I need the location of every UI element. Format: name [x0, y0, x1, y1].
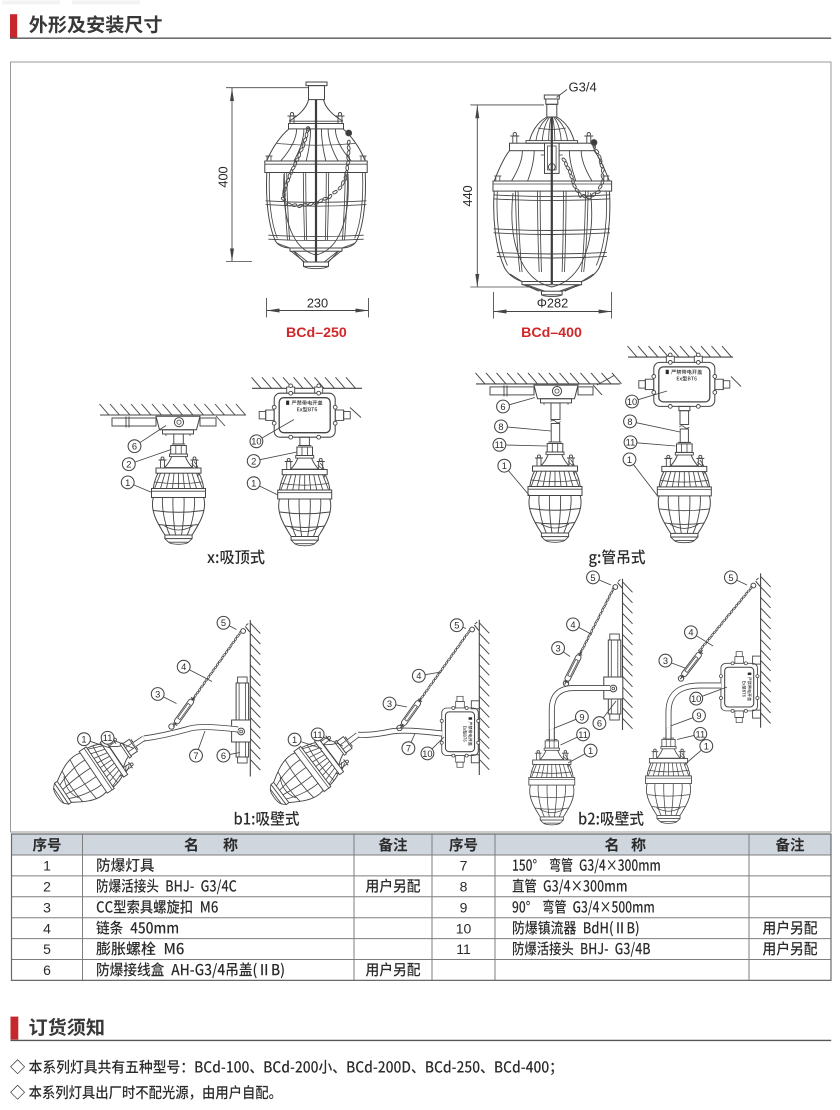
svg-text:9: 9 [579, 712, 584, 722]
svg-text:6: 6 [43, 962, 51, 978]
svg-text:7: 7 [193, 751, 198, 761]
svg-text:11: 11 [103, 733, 113, 743]
svg-text:11: 11 [578, 730, 588, 740]
svg-text:7: 7 [460, 858, 468, 874]
svg-text:2: 2 [126, 460, 131, 470]
svg-text:4: 4 [181, 662, 186, 672]
svg-text:6: 6 [132, 442, 137, 452]
svg-text:Φ282: Φ282 [537, 296, 569, 311]
svg-text:4: 4 [416, 671, 421, 681]
svg-text:10: 10 [456, 920, 472, 936]
svg-text:4: 4 [688, 628, 693, 638]
svg-text:11: 11 [456, 941, 471, 957]
svg-text:230: 230 [307, 296, 328, 311]
svg-text:3: 3 [556, 644, 561, 654]
svg-text:9: 9 [460, 900, 468, 916]
svg-text:2: 2 [43, 879, 51, 895]
svg-text:440: 440 [460, 185, 475, 206]
svg-text:11: 11 [495, 440, 505, 450]
svg-text:2: 2 [251, 456, 256, 466]
svg-text:1: 1 [704, 741, 709, 751]
svg-text:1: 1 [43, 858, 51, 874]
svg-text:1: 1 [292, 735, 297, 745]
svg-text:3: 3 [663, 656, 668, 666]
svg-text:3: 3 [155, 689, 160, 699]
svg-text:1: 1 [502, 461, 507, 471]
svg-text:11: 11 [695, 729, 705, 739]
svg-text:400: 400 [215, 166, 230, 187]
svg-text:5: 5 [43, 941, 51, 957]
svg-text:6: 6 [500, 402, 505, 412]
svg-text:BCd–250: BCd–250 [286, 325, 347, 341]
svg-text:10: 10 [251, 437, 261, 447]
svg-text:6: 6 [221, 751, 226, 761]
svg-text:G3/4: G3/4 [569, 80, 597, 95]
svg-text:BCd–400: BCd–400 [521, 325, 582, 341]
svg-text:1: 1 [251, 479, 256, 489]
svg-text:1: 1 [125, 478, 130, 488]
svg-text:11: 11 [313, 730, 323, 740]
svg-text:8: 8 [460, 879, 468, 895]
svg-text:5: 5 [728, 573, 733, 583]
svg-text:1: 1 [627, 455, 632, 465]
svg-text:6: 6 [597, 719, 602, 729]
svg-text:3: 3 [387, 699, 392, 709]
svg-text:3: 3 [43, 900, 51, 916]
svg-text:8: 8 [627, 417, 632, 427]
svg-text:1: 1 [588, 746, 593, 756]
svg-text:10: 10 [627, 397, 637, 407]
svg-text:5: 5 [454, 621, 459, 631]
svg-text:1: 1 [81, 735, 86, 745]
svg-text:7: 7 [406, 744, 411, 754]
svg-text:11: 11 [626, 438, 636, 448]
svg-text:4: 4 [570, 620, 575, 630]
svg-text:5: 5 [590, 573, 595, 583]
svg-text:8: 8 [498, 422, 503, 432]
svg-text:10: 10 [422, 749, 432, 759]
svg-text:9: 9 [696, 711, 701, 721]
svg-text:4: 4 [43, 920, 51, 936]
svg-text:5: 5 [221, 618, 226, 628]
svg-text:10: 10 [691, 694, 701, 704]
